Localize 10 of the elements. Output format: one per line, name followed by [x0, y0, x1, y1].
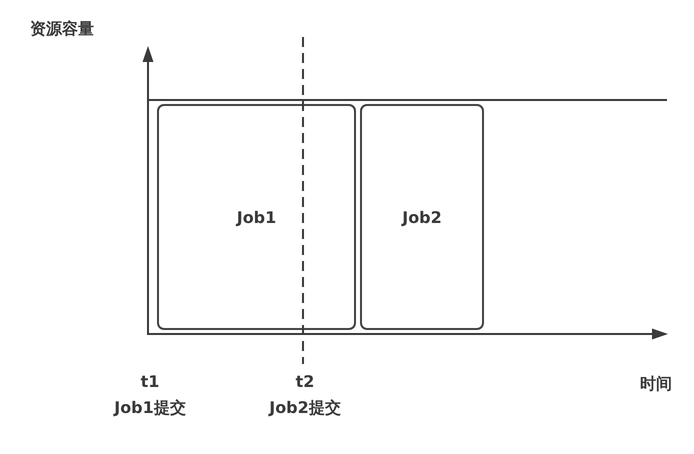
- job-label: Job1: [236, 208, 276, 226]
- time-label: t2: [296, 372, 314, 392]
- axis-label: 资源容量: [30, 19, 94, 39]
- event-label: Job2提交: [269, 398, 341, 418]
- job-label: Job2: [402, 208, 442, 226]
- event-label: Job1提交: [114, 398, 186, 418]
- job-box: [360, 104, 484, 330]
- job-box: [157, 104, 356, 330]
- axis-label: 时间: [640, 374, 672, 394]
- time-label: t1: [140, 372, 160, 392]
